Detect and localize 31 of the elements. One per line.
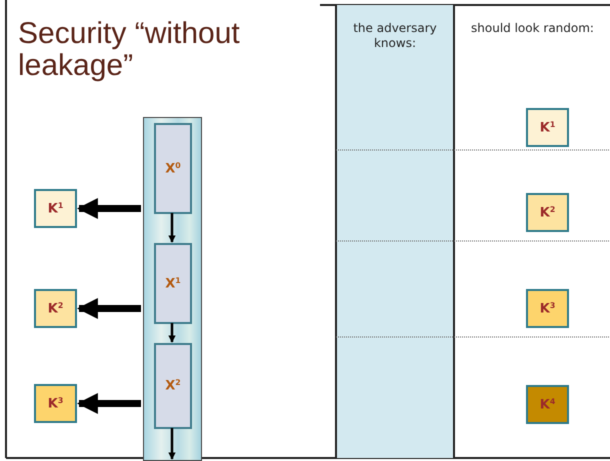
state-box xyxy=(154,343,192,429)
state-box xyxy=(154,243,192,324)
key-label: K$^{1}$ xyxy=(540,120,556,136)
state-box xyxy=(154,123,192,214)
state-label: X$^{0}$ xyxy=(165,160,181,176)
column-strip xyxy=(143,117,202,461)
key-label: K$^{1}$ xyxy=(48,200,64,216)
state-label: X$^{2}$ xyxy=(165,378,181,394)
arrow xyxy=(76,393,141,414)
key-box xyxy=(526,289,569,328)
column-heading: should look random: xyxy=(470,21,595,36)
key-box xyxy=(526,385,569,424)
arrow xyxy=(76,298,141,319)
key-label: K$^{3}$ xyxy=(540,300,556,316)
column-heading: the adversary knows: xyxy=(352,21,438,51)
arrow xyxy=(168,323,176,343)
key-box xyxy=(526,108,569,147)
arrow xyxy=(168,428,176,460)
key-label: K$^{3}$ xyxy=(48,396,64,412)
key-label: K$^{2}$ xyxy=(48,300,64,316)
key-box xyxy=(34,289,77,328)
slide-title: Security “without leakage” xyxy=(18,18,241,82)
arrow xyxy=(168,213,176,243)
key-box xyxy=(34,384,77,423)
column-panel xyxy=(335,5,455,458)
arrow xyxy=(76,198,141,219)
key-box xyxy=(34,189,77,228)
key-label: K$^{2}$ xyxy=(540,204,556,220)
state-label: X$^{1}$ xyxy=(165,276,181,292)
key-label: K$^{4}$ xyxy=(540,396,556,412)
key-box xyxy=(526,193,569,232)
